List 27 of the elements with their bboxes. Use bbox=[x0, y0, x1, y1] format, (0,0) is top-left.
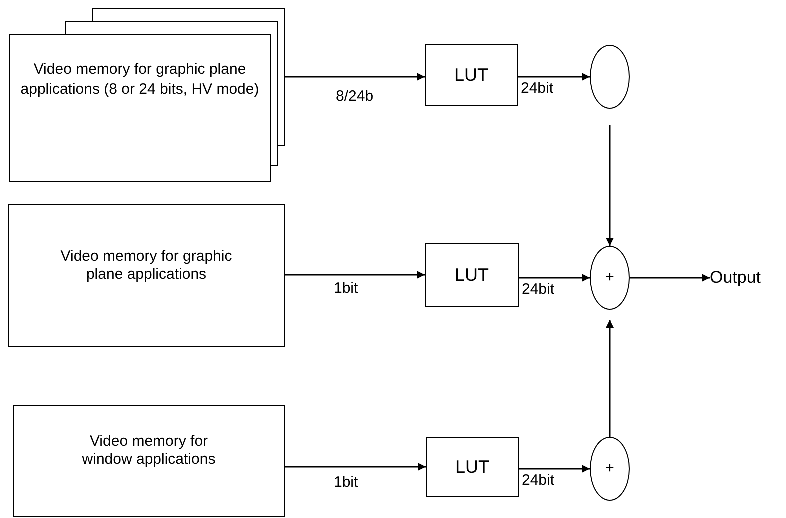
arrow bbox=[630, 274, 710, 282]
lut-box bbox=[425, 243, 519, 307]
arrow bbox=[519, 465, 590, 473]
arrow bbox=[285, 271, 425, 279]
arrow bbox=[606, 320, 614, 437]
summing-ellipse bbox=[590, 45, 630, 109]
memory-box bbox=[8, 204, 285, 347]
stacked-memory-box bbox=[9, 8, 285, 182]
output-label: Output bbox=[710, 269, 762, 287]
summing-ellipse bbox=[590, 246, 630, 310]
node-text: Video memory for graphic plane applications bbox=[60, 248, 234, 284]
node-text: LUT bbox=[455, 458, 490, 476]
memory-box bbox=[13, 405, 285, 517]
lut-box bbox=[425, 44, 518, 106]
node-text: Video memory for window applications bbox=[81, 433, 217, 469]
arrow bbox=[519, 274, 590, 282]
arrow bbox=[606, 125, 614, 246]
node-text: LUT bbox=[454, 266, 489, 284]
node-text: + bbox=[606, 269, 614, 287]
arrow bbox=[285, 463, 426, 471]
node-text: LUT bbox=[454, 66, 488, 84]
arrow bbox=[518, 73, 590, 81]
node-text: Video memory for graphic plane applications (8 or 24 bits, HV mode) bbox=[20, 60, 260, 100]
lut-box bbox=[426, 437, 519, 497]
summing-ellipse bbox=[590, 437, 630, 501]
arrow bbox=[285, 73, 425, 81]
node-text: + bbox=[606, 460, 614, 478]
